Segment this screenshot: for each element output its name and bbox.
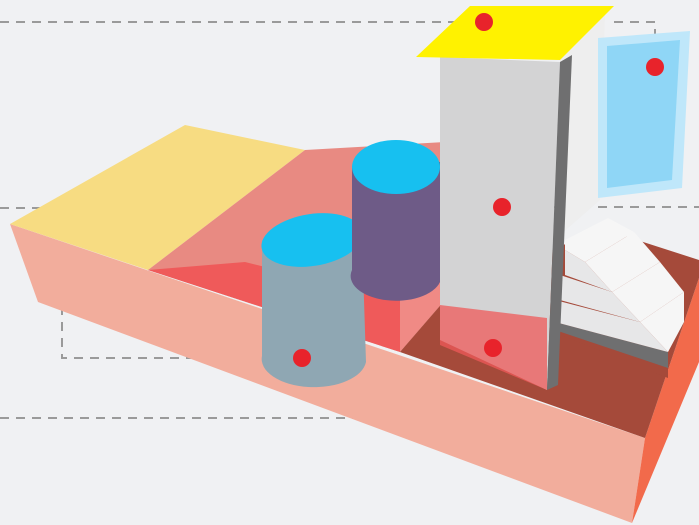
marker-dot-cylinder (293, 349, 311, 367)
marker-dot-floor (484, 339, 502, 357)
marker-dot-roof (475, 13, 493, 31)
dark-cylinder (351, 140, 440, 301)
glass-cylinder (258, 206, 367, 387)
marker-dot-tower (493, 198, 511, 216)
window (598, 31, 690, 198)
window-pane (607, 40, 680, 188)
marker-dot-window (646, 58, 664, 76)
dark-cylinder-top (352, 140, 440, 194)
